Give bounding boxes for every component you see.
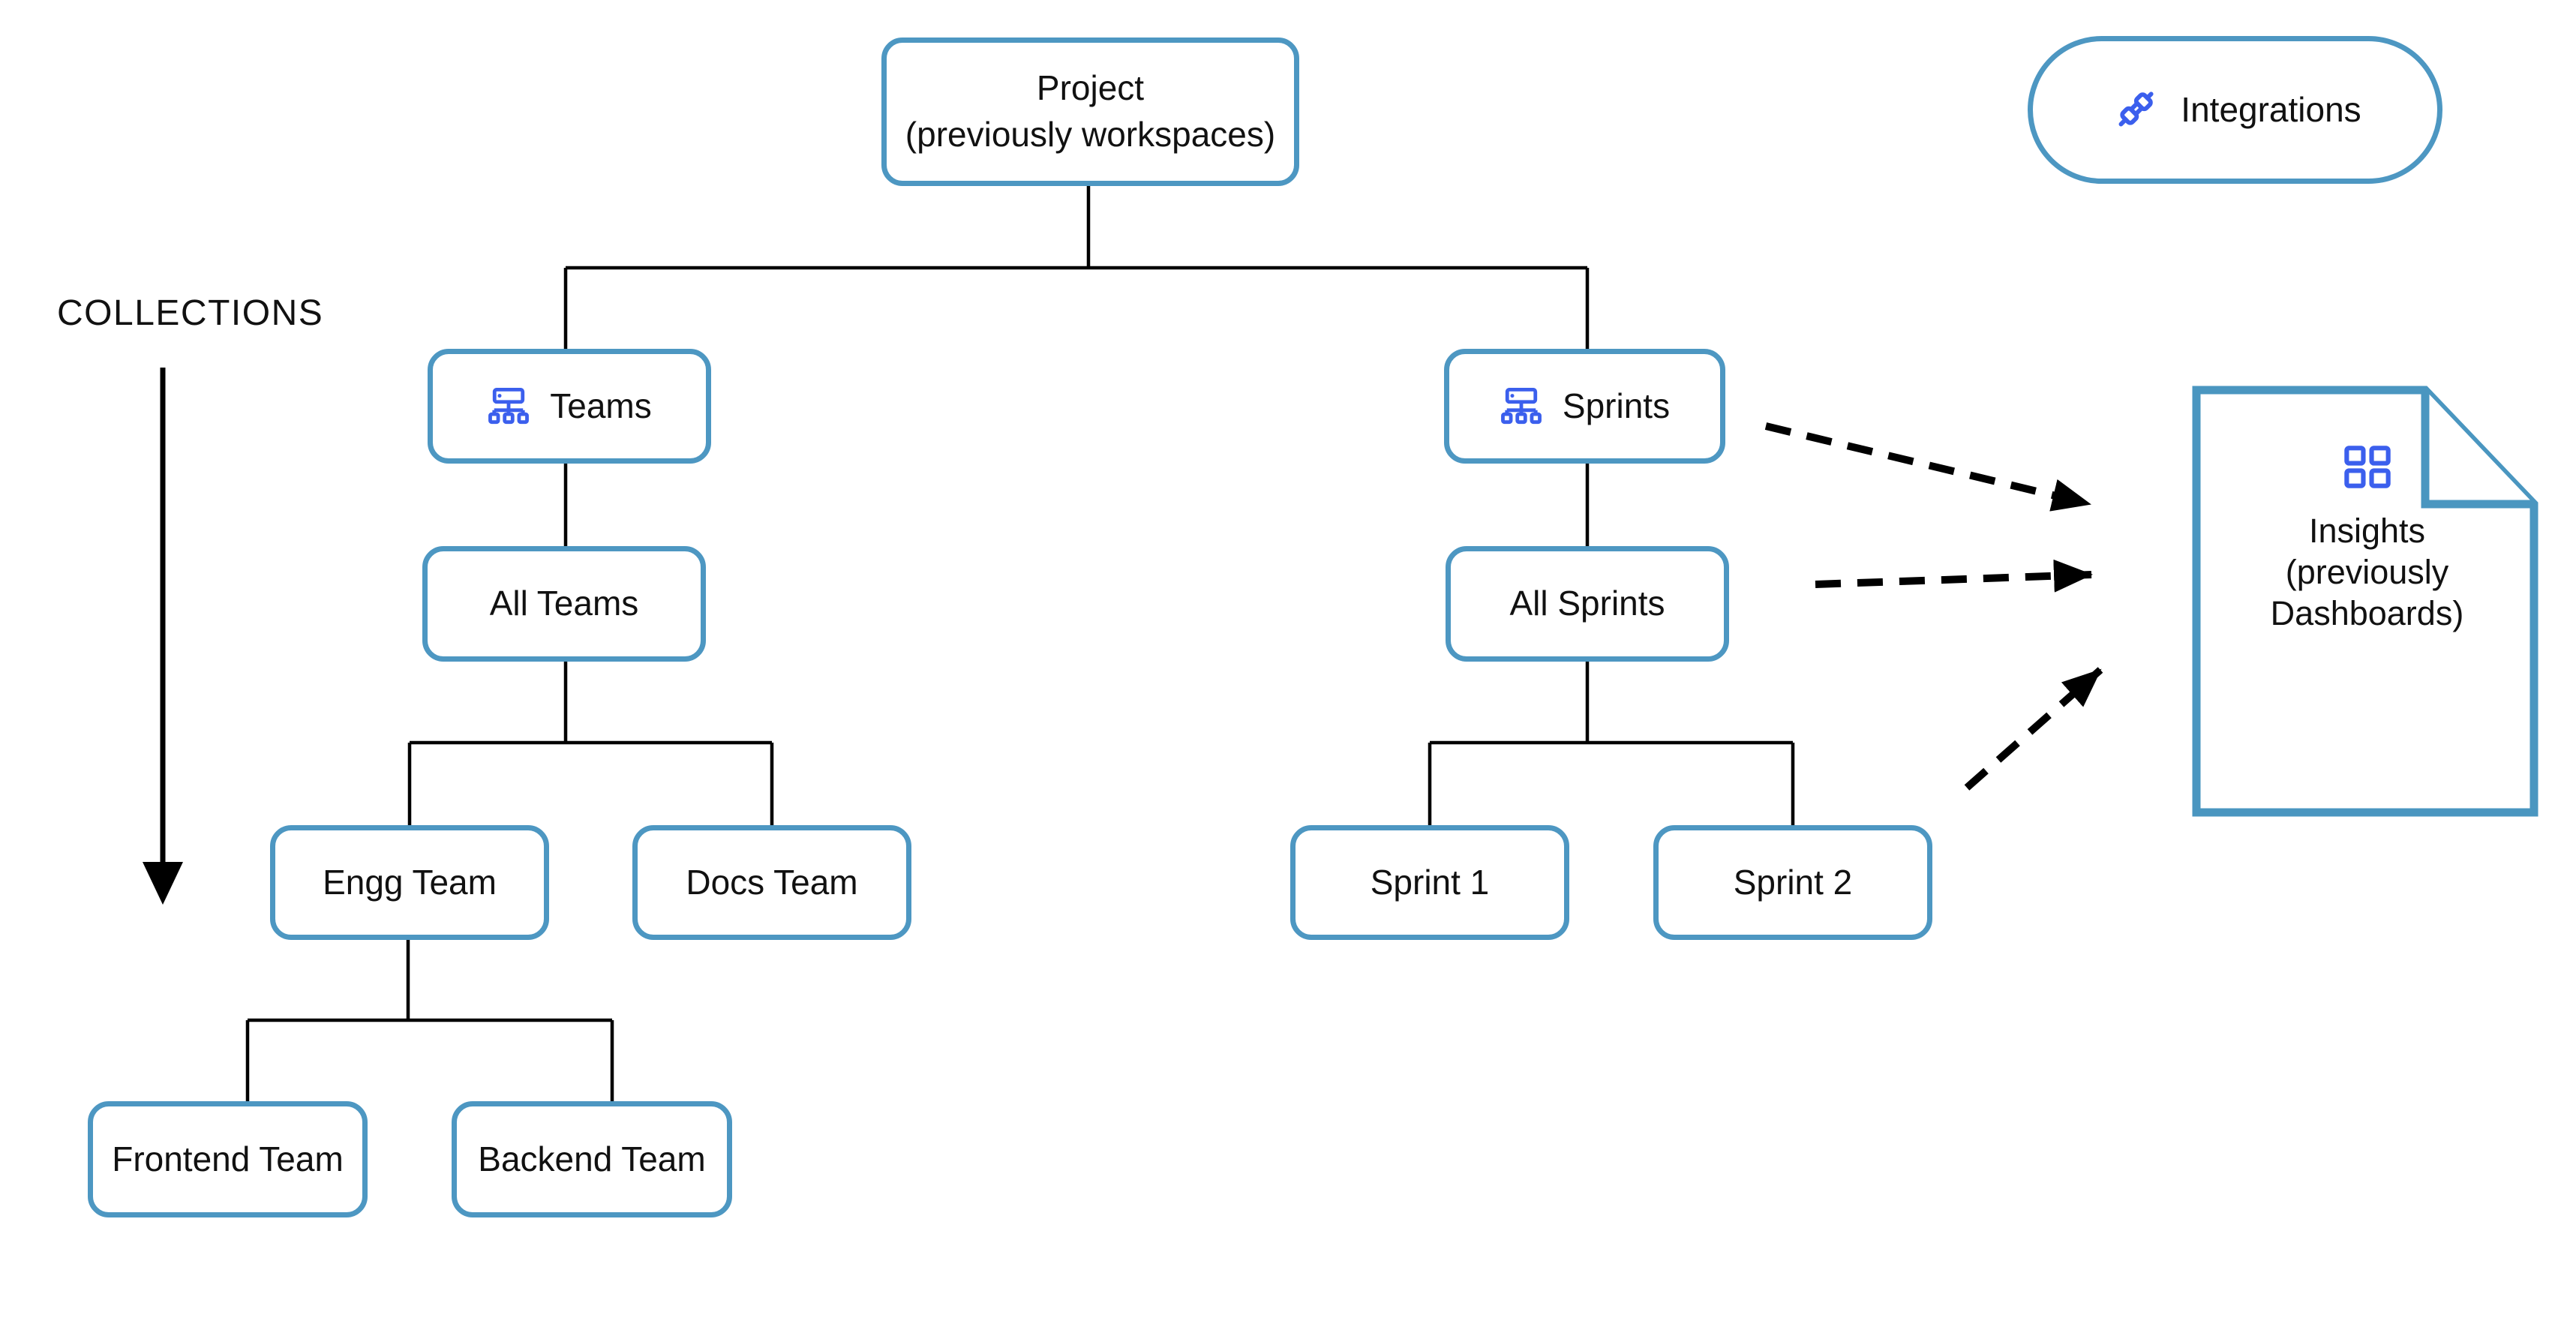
hierarchy-icon — [1500, 387, 1543, 425]
node-engg-team[interactable]: Engg Team — [270, 825, 549, 940]
dashed-arrows — [1764, 422, 2103, 791]
sprint-2-label: Sprint 2 — [1733, 862, 1853, 902]
node-frontend-team[interactable]: Frontend Team — [88, 1101, 368, 1217]
all-sprints-label: All Sprints — [1509, 584, 1665, 623]
insights-document-shape[interactable] — [2192, 386, 2538, 817]
node-project[interactable]: Project (previously workspaces) — [881, 38, 1299, 186]
integrations-button[interactable]: Integrations — [2028, 36, 2442, 184]
insights-label-line1: Insights — [2308, 512, 2426, 550]
backend-team-label: Backend Team — [478, 1139, 706, 1178]
dashed-arrow-sprints-insights — [1764, 422, 2091, 512]
node-docs-team[interactable]: Docs Team — [632, 825, 911, 940]
node-sprint-2[interactable]: Sprint 2 — [1653, 825, 1932, 940]
teams-label: Teams — [550, 386, 652, 425]
dashed-arrow-sprint-insights — [1964, 667, 2103, 791]
engg-team-label: Engg Team — [323, 862, 497, 902]
node-sprint-1[interactable]: Sprint 1 — [1290, 825, 1569, 940]
project-label-line2: (previously workspaces) — [905, 115, 1276, 154]
integrations-label: Integrations — [2181, 89, 2361, 129]
insights-label: Insights (previously Dashboards) — [2271, 510, 2464, 634]
collections-label: COLLECTIONS — [57, 293, 324, 333]
frontend-team-label: Frontend Team — [112, 1139, 344, 1178]
insights-document[interactable]: Insights (previously Dashboards) — [2196, 390, 2538, 812]
document-fold-corner — [2421, 390, 2534, 509]
dashed-arrow-allsprints-insights — [1815, 559, 2093, 593]
node-sprints[interactable]: Sprints — [1444, 349, 1725, 464]
dashboard-grid-icon — [2343, 445, 2391, 489]
collections-arrow — [143, 368, 183, 905]
hierarchy-icon — [487, 387, 530, 425]
node-all-sprints[interactable]: All Sprints — [1446, 546, 1729, 662]
all-teams-label: All Teams — [489, 584, 639, 623]
docs-team-label: Docs Team — [686, 862, 858, 902]
insights-label-line3: Dashboards) — [2270, 594, 2464, 632]
node-all-teams[interactable]: All Teams — [422, 546, 706, 662]
tree-connectors — [245, 186, 1795, 1101]
project-label-line1: Project — [1036, 68, 1145, 108]
sprint-1-label: Sprint 1 — [1370, 862, 1490, 902]
sprints-label: Sprints — [1562, 386, 1671, 425]
node-teams[interactable]: Teams — [428, 349, 711, 464]
node-backend-team[interactable]: Backend Team — [452, 1101, 732, 1217]
collections-arrowhead — [143, 862, 183, 905]
insights-label-line2: (previously — [2285, 553, 2449, 591]
integration-plug-icon — [2109, 84, 2161, 137]
